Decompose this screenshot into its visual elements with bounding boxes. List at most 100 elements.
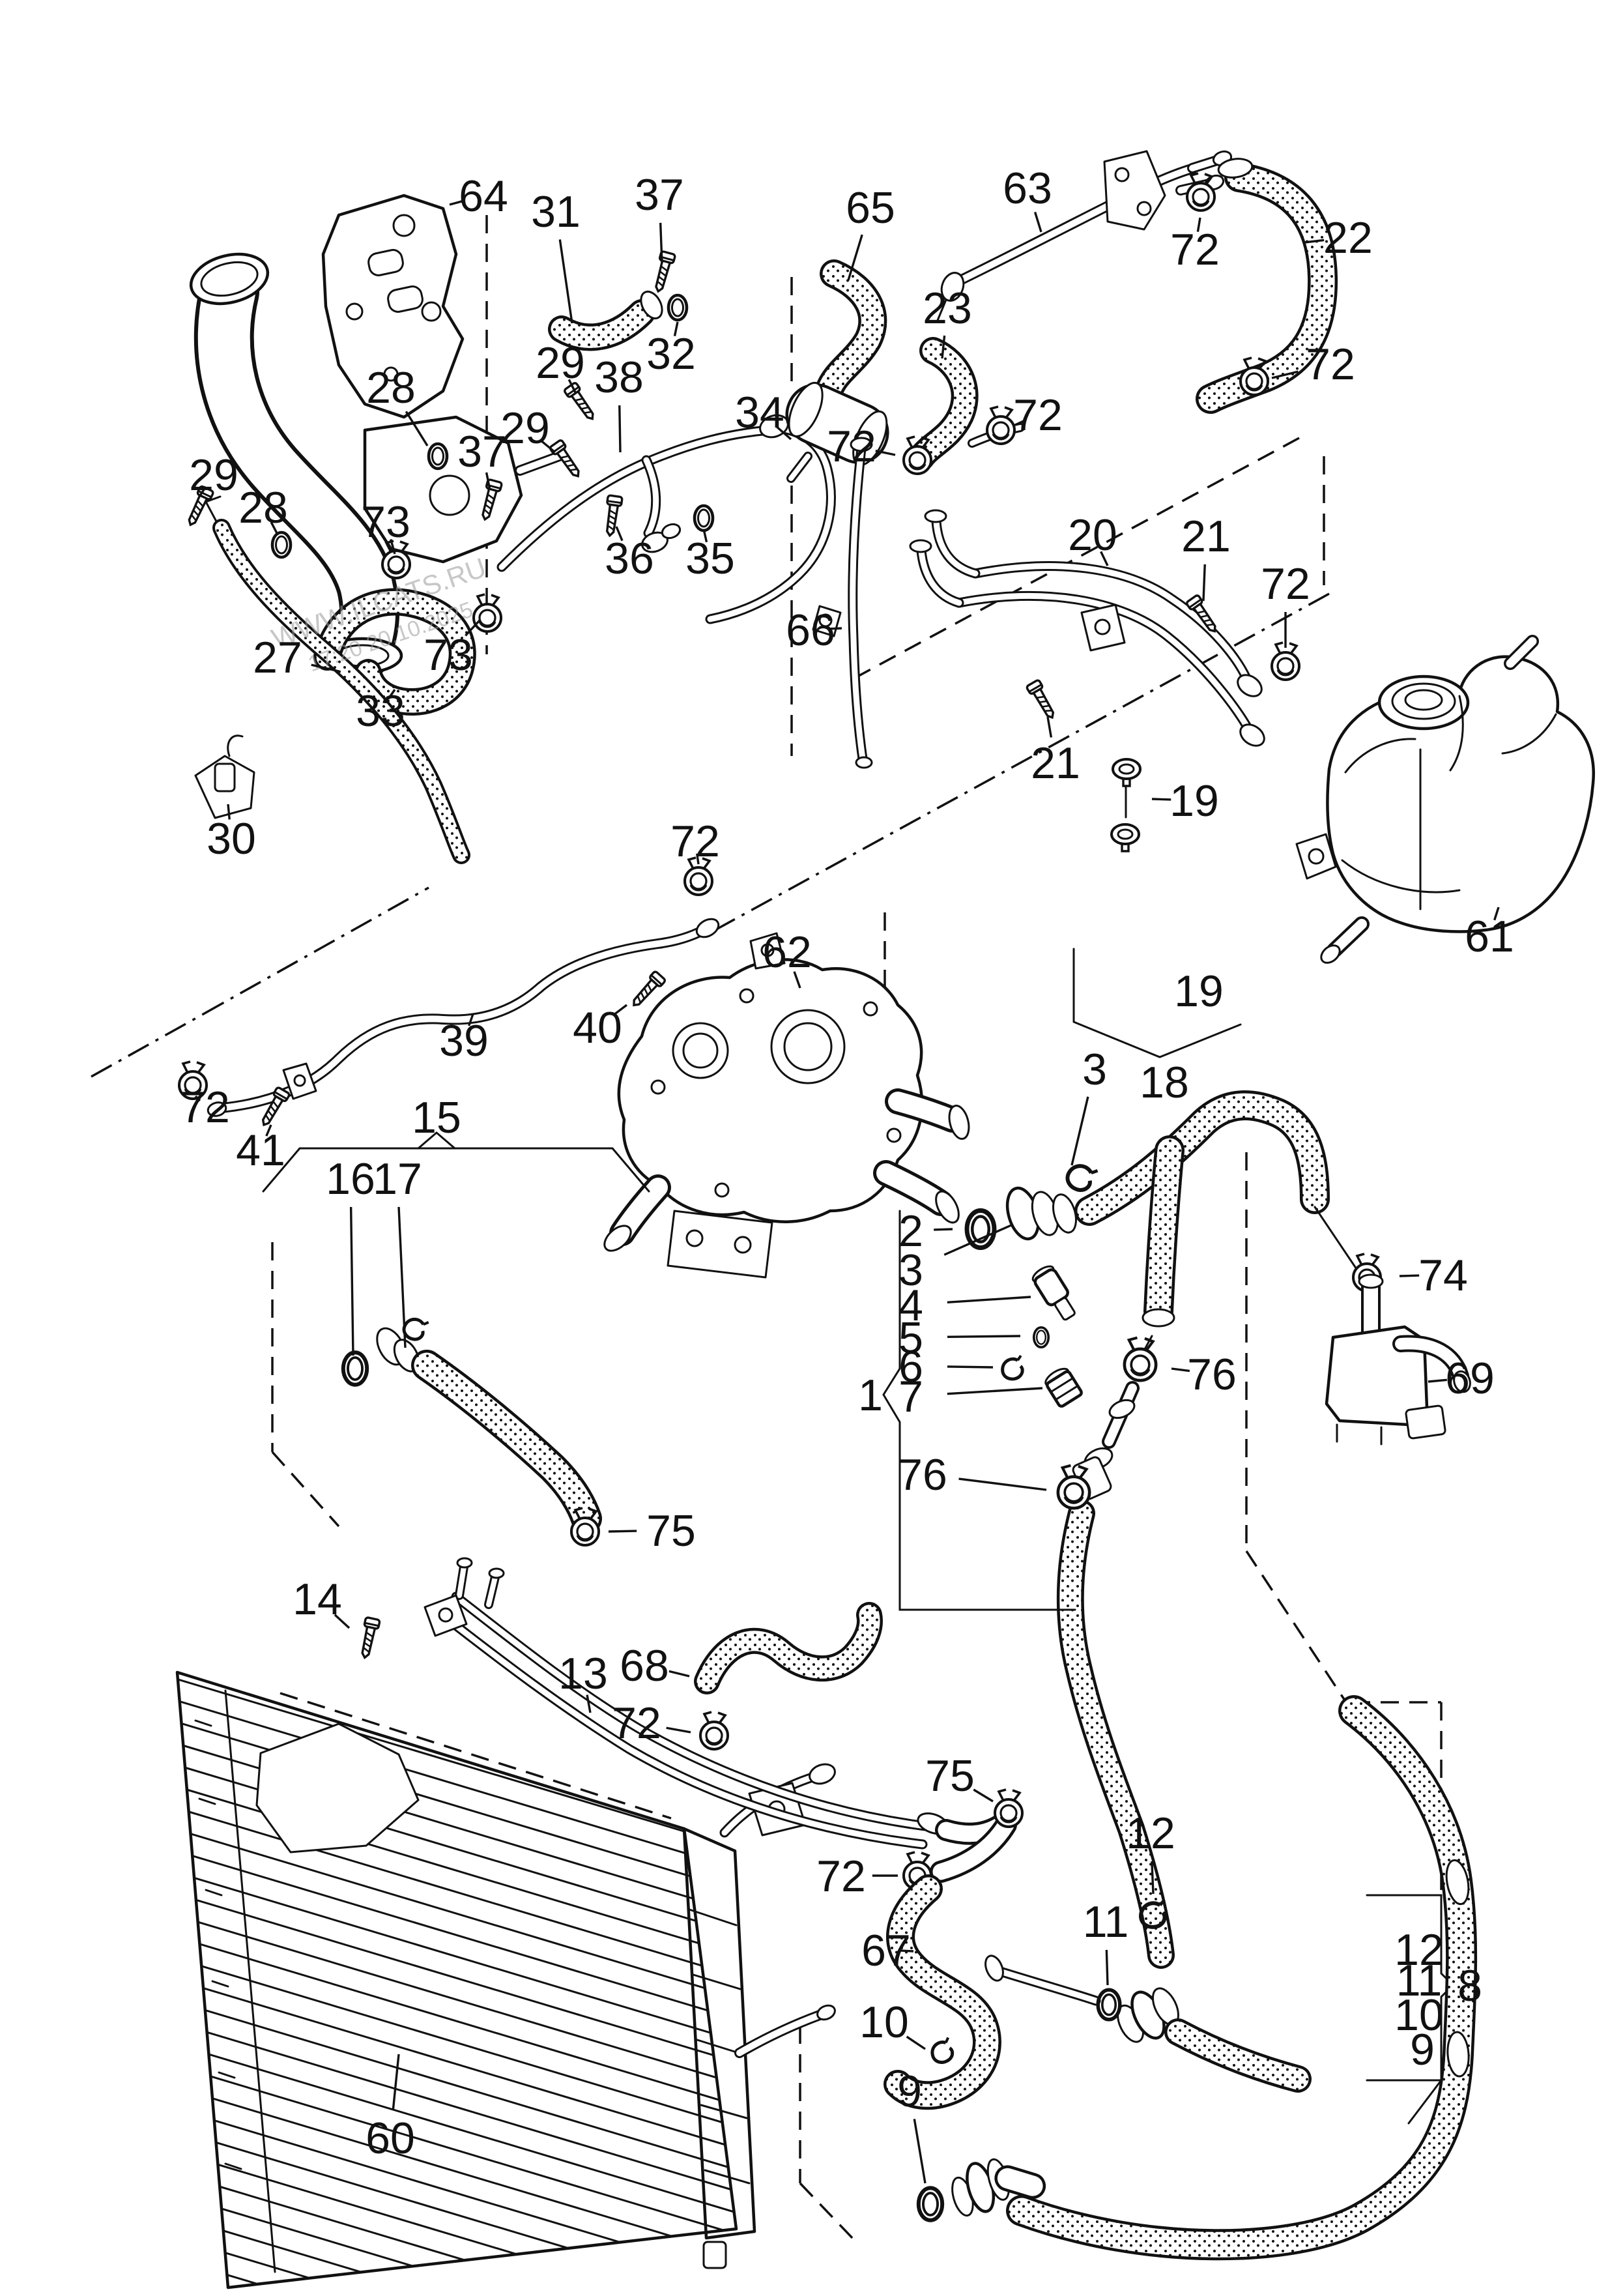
- callout-label: 72: [612, 1698, 661, 1748]
- callout-label: 18: [1140, 1058, 1189, 1107]
- radiator-fin-line: [177, 2137, 736, 2288]
- callout-leader: [449, 199, 465, 206]
- screw-icon: [256, 1085, 291, 1130]
- radiator-fin-line: [177, 1750, 736, 1948]
- callout-label: 32: [646, 329, 696, 379]
- callout-label: 76: [1187, 1350, 1237, 1399]
- thermostat-housing-drawing: [363, 415, 564, 564]
- callout-label: 10: [1394, 1990, 1444, 2040]
- coolant-pipe-38-drawing: [496, 425, 774, 572]
- pipe-clip-30-drawing: [194, 734, 255, 819]
- callout-label: 30: [207, 814, 256, 864]
- radiator-fin-line: [177, 1793, 736, 1991]
- callout-leader: [1196, 217, 1201, 232]
- callout-leader: [1151, 1861, 1155, 1895]
- callout-leader: [465, 619, 481, 637]
- callout-leader: [793, 971, 801, 989]
- hose-fitting-7-drawing: [1044, 1367, 1083, 1408]
- radiator-drawing: [175, 1670, 836, 2289]
- callout-leader: [906, 2035, 926, 2050]
- ribbed-fitting-drawing: [951, 2158, 1046, 2217]
- callout-label: 17: [373, 1154, 422, 1204]
- radiator-fin-line: [177, 1986, 736, 2185]
- callout-label: 6: [898, 1342, 923, 1391]
- callout-label: 2: [898, 1206, 923, 1256]
- radiator-mount-recess: [255, 1722, 420, 1853]
- callout-leader: [397, 1206, 407, 1348]
- callout-label: 12: [1394, 1925, 1444, 1975]
- callout-leader: [659, 222, 663, 264]
- callout-label: 31: [531, 187, 581, 237]
- callout-leader: [668, 1670, 690, 1678]
- callout-leader: [702, 529, 708, 543]
- callout-label: 3: [898, 1245, 923, 1295]
- callout-label: 8: [1458, 1961, 1482, 2011]
- callout-label: 72: [1261, 559, 1310, 609]
- callout-label: 64: [459, 171, 508, 221]
- callout-leader: [1014, 419, 1026, 426]
- radiator-fin-line: [177, 2245, 736, 2288]
- callout-label: 29: [536, 338, 585, 388]
- callout-label: 28: [366, 363, 416, 413]
- callout-label: 65: [846, 183, 895, 233]
- callout-label: 20: [1068, 510, 1117, 560]
- callout-label: 74: [1418, 1251, 1468, 1300]
- callout-leader: [615, 526, 624, 542]
- bracket-plate-64-drawing: [321, 194, 465, 419]
- radiator-fin-line: [177, 1771, 736, 1969]
- callout-label: 1: [858, 1371, 883, 1420]
- callout-label: 72: [1013, 390, 1063, 440]
- coolant-regulator-62-drawing: [603, 932, 970, 1279]
- callout-leader: [943, 1224, 1012, 1256]
- callout-leader: [673, 321, 679, 336]
- callout-leader: [934, 1228, 953, 1231]
- auxiliary-pump-69-drawing: [1325, 1273, 1471, 1446]
- callout-leader: [1151, 798, 1171, 801]
- callout-label: 22: [1323, 213, 1373, 263]
- callout-label: 73: [424, 630, 473, 680]
- screw-icon: [601, 494, 624, 538]
- expansion-tank-drawing: [1295, 635, 1595, 964]
- coolant-pipes-13-drawing: [424, 1557, 930, 1850]
- callout-leader: [947, 1296, 1031, 1304]
- callout-label: 11: [1396, 1956, 1443, 2005]
- radiator-lower-fitting: [816, 2004, 836, 2021]
- callout-label: 67: [861, 1926, 911, 1975]
- o-ring-icon: [1098, 1990, 1120, 2020]
- callout-leader: [485, 472, 491, 491]
- screw-icon: [650, 250, 677, 295]
- radiator-fin-line: [177, 1685, 736, 1883]
- temperature-sensor-4-drawing: [1031, 1265, 1076, 1321]
- callout-label: 41: [236, 1126, 285, 1175]
- callout-label: 72: [1306, 340, 1355, 389]
- callout-label: 60: [366, 2114, 415, 2163]
- callout-label: 10: [859, 1998, 909, 2047]
- group-15-bracket: [262, 1131, 650, 1193]
- callout-label: 33: [356, 686, 405, 736]
- callout-label: 75: [925, 1751, 975, 1801]
- o-ring-icon: [668, 295, 687, 320]
- callout-leader: [941, 335, 946, 359]
- screw-icon: [1025, 678, 1060, 723]
- radiator-fin-line: [177, 1943, 736, 2142]
- radiator-hoses-8-drawing: [951, 1695, 1478, 2261]
- callout-leader: [1304, 239, 1325, 244]
- screw-icon: [562, 381, 599, 424]
- clamp-icon: [1271, 641, 1300, 681]
- callout-label: 37: [457, 427, 507, 476]
- callout-leader: [973, 1788, 994, 1803]
- callout-label: 72: [670, 817, 720, 866]
- callout-label: 66: [786, 605, 835, 655]
- radiator-fin-line: [177, 1900, 736, 2099]
- hose-67-drawing: [883, 1874, 1001, 2110]
- callout-leader: [558, 239, 573, 324]
- vent-pipe-39-drawing: [207, 918, 720, 1117]
- o-ring-icon: [1032, 1326, 1050, 1349]
- callout-label: 9: [897, 2067, 922, 2116]
- callout-leader: [1033, 211, 1042, 233]
- clamp-icon: [699, 1711, 729, 1751]
- callout-leader: [608, 1530, 637, 1533]
- callout-leader: [198, 486, 207, 497]
